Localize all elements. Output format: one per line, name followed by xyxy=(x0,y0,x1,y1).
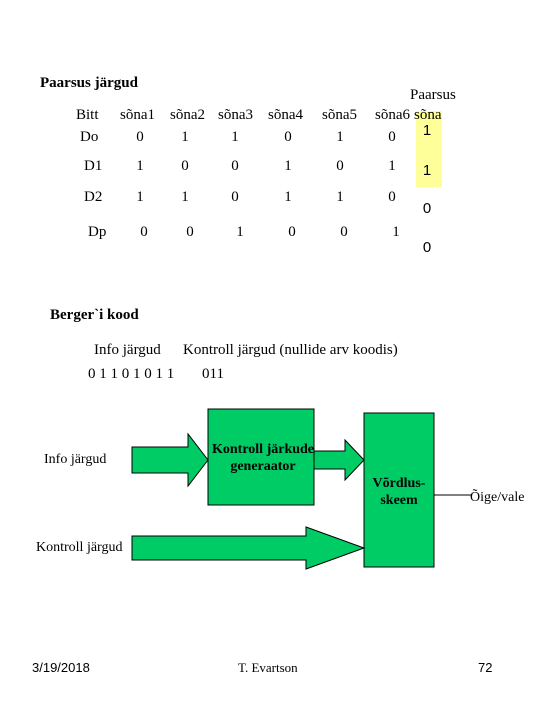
table-cell: 0 xyxy=(340,224,348,240)
info-input-arrow xyxy=(131,432,209,488)
footer-date: 3/19/2018 xyxy=(32,660,90,675)
berger-info-label: Info järgud xyxy=(94,342,161,358)
table-cell: 0 xyxy=(388,129,396,145)
row-label-d1: D1 xyxy=(84,158,103,174)
footer-author: T. Evartson xyxy=(238,660,298,675)
table-cell: 1 xyxy=(181,129,189,145)
table-cell: 0 xyxy=(231,158,239,174)
column-header-2: sõna2 xyxy=(170,107,205,123)
table-cell: 1 xyxy=(231,129,239,145)
control-input-label: Kontroll järgud xyxy=(36,540,123,555)
info-input-label: Info järgud xyxy=(44,452,107,467)
footer-page-number: 72 xyxy=(478,660,493,675)
table-cell: 0 xyxy=(136,129,144,145)
table-cell: 0 xyxy=(140,224,148,240)
table-cell: 1 xyxy=(236,224,244,240)
parity-value-do: 1 xyxy=(422,122,432,139)
row-label-d2: D2 xyxy=(84,189,103,205)
table-cell: 0 xyxy=(186,224,194,240)
table-cell: 1 xyxy=(388,158,396,174)
control-input-arrow xyxy=(131,526,366,570)
column-header-6: sõna6 xyxy=(375,107,410,123)
table-cell: 1 xyxy=(336,189,344,205)
berger-control-label: Kontroll järgud (nullide arv koodis) xyxy=(183,342,398,358)
berger-control-bits: 011 xyxy=(202,366,224,382)
column-header-1: sõna1 xyxy=(120,107,155,123)
table-cell: 0 xyxy=(288,224,296,240)
row-label-do: Do xyxy=(80,129,99,145)
table-cell: 0 xyxy=(181,158,189,174)
generator-label-line1: Kontroll järkude xyxy=(211,442,315,457)
comparator-box xyxy=(363,412,435,568)
parity-value-d2: 0 xyxy=(422,200,432,217)
table-row-header-label: Bitt xyxy=(76,107,99,123)
table-cell: 1 xyxy=(392,224,400,240)
table-cell: 1 xyxy=(336,129,344,145)
table-cell: 1 xyxy=(284,189,292,205)
column-header-4: sõna4 xyxy=(268,107,303,123)
column-header-3: sõna3 xyxy=(218,107,253,123)
parity-title: Paarsus järgud xyxy=(40,75,138,91)
parity-header-top: Paarsus xyxy=(410,87,456,103)
comparator-label-line2: skeem xyxy=(380,493,418,508)
table-cell: 0 xyxy=(231,189,239,205)
output-label: Õige/vale xyxy=(470,490,525,505)
column-header-5: sõna5 xyxy=(322,107,357,123)
generator-to-comparator-arrow xyxy=(313,438,365,482)
table-cell: 1 xyxy=(136,158,144,174)
comparator-label-line1: Võrdlus- xyxy=(372,476,426,491)
table-cell: 0 xyxy=(336,158,344,174)
berger-title: Berger`i kood xyxy=(50,307,139,323)
table-cell: 1 xyxy=(181,189,189,205)
table-cell: 1 xyxy=(136,189,144,205)
generator-box xyxy=(207,408,315,506)
parity-value-dp: 0 xyxy=(422,239,432,256)
column-header-parity: sõna xyxy=(414,107,442,123)
parity-value-d1: 1 xyxy=(422,162,432,179)
table-cell: 0 xyxy=(388,189,396,205)
table-cell: 1 xyxy=(284,158,292,174)
row-label-dp: Dp xyxy=(88,224,107,240)
berger-info-bits: 0 1 1 0 1 0 1 1 xyxy=(88,366,175,382)
generator-label-line2: generaator xyxy=(230,459,296,474)
table-cell: 0 xyxy=(284,129,292,145)
parity-highlight xyxy=(416,111,442,187)
